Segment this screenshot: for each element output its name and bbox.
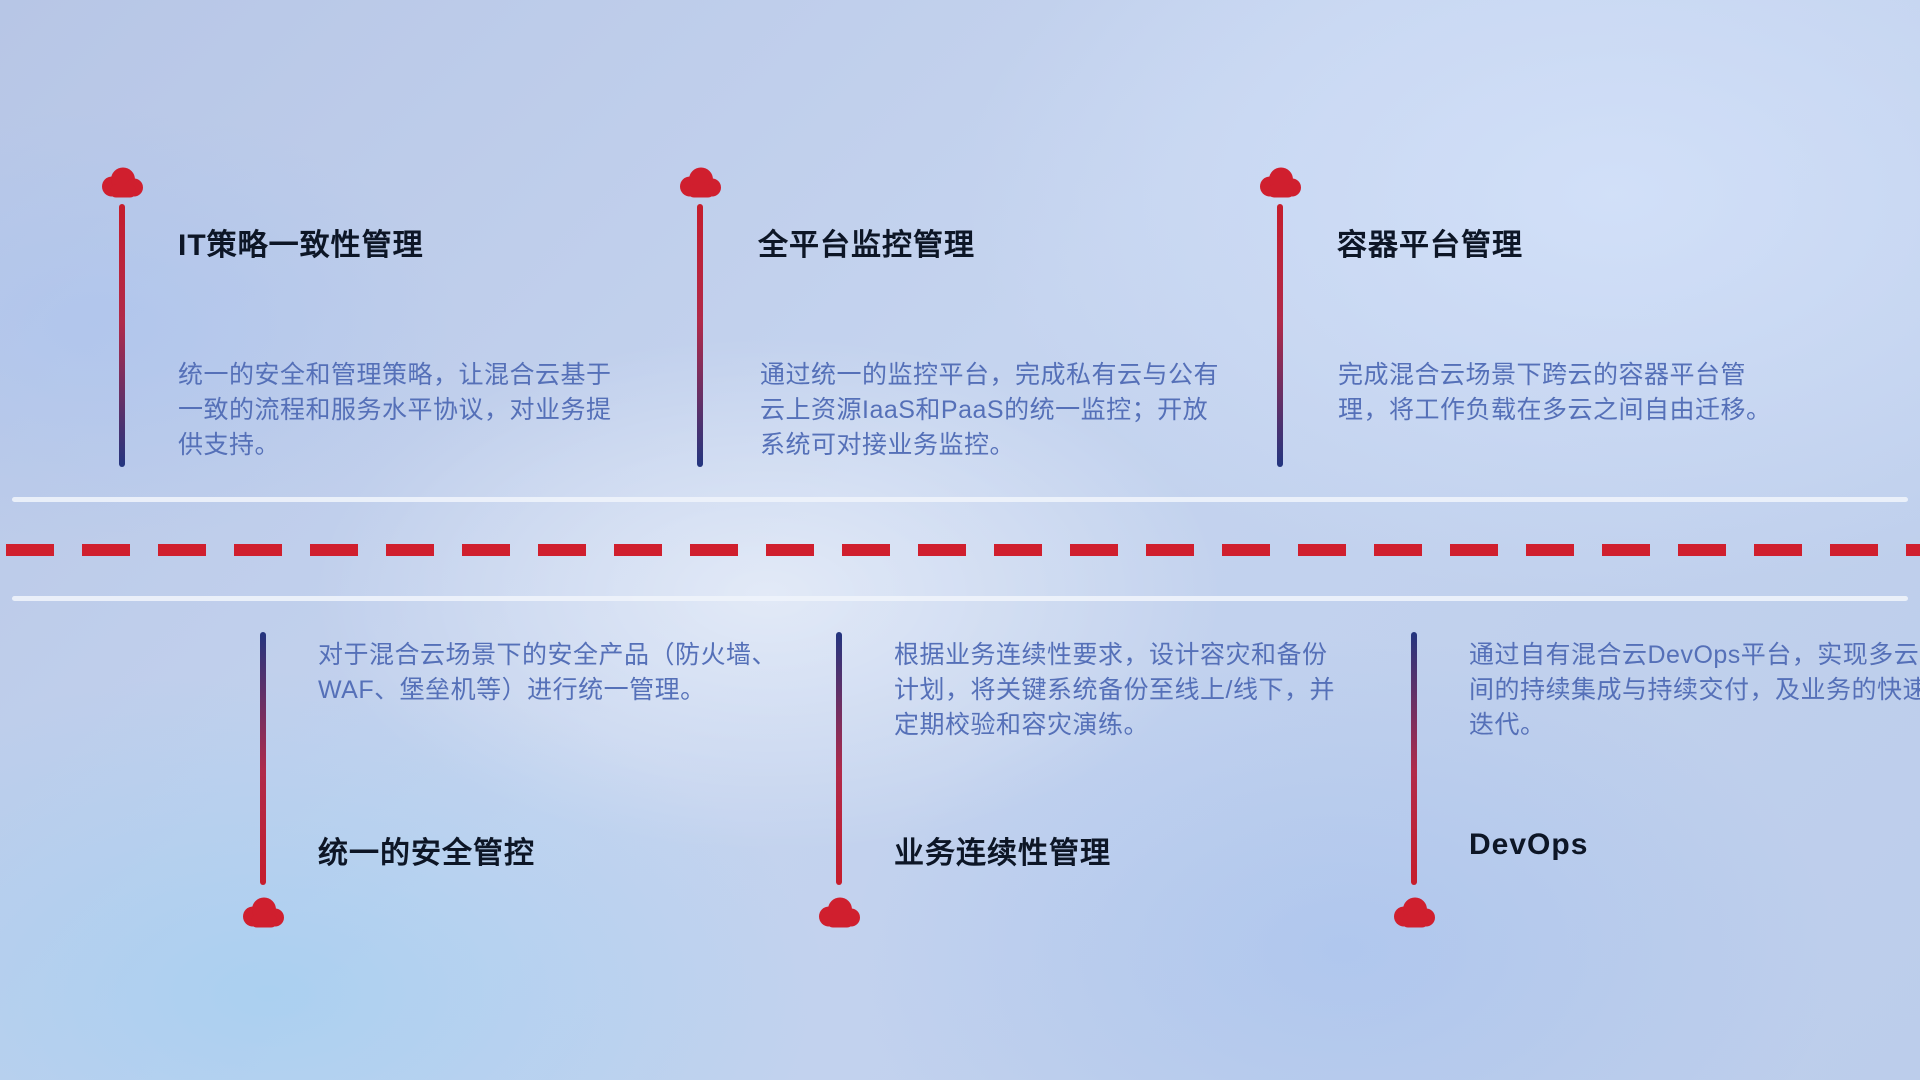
feature-title: DevOps	[1469, 828, 1589, 861]
cloud-icon	[1257, 166, 1303, 199]
timeline-stem	[119, 204, 125, 467]
timeline-stem	[697, 204, 703, 467]
feature-title: 统一的安全管控	[318, 837, 535, 870]
cloud-icon	[99, 166, 145, 199]
feature-title: 容器平台管理	[1337, 229, 1523, 262]
feature-description: 通过自有混合云DevOps平台，实现多云间的持续集成与持续交付，及业务的快速迭代…	[1469, 641, 1920, 739]
timeline-stem	[260, 632, 266, 885]
feature-description: 完成混合云场景下跨云的容器平台管理，将工作负载在多云之间自由迁移。	[1338, 361, 1772, 424]
cloud-icon	[677, 166, 723, 199]
feature-title: IT策略一致性管理	[178, 229, 424, 262]
feature-description: 对于混合云场景下的安全产品（防火墙、WAF、堡垒机等）进行统一管理。	[318, 641, 778, 704]
cloud-icon	[816, 896, 862, 929]
cloud-icon	[240, 896, 286, 929]
timeline-stem	[836, 632, 842, 885]
feature-description: 根据业务连续性要求，设计容灾和备份计划，将关键系统备份至线上/线下，并定期校验和…	[894, 641, 1335, 739]
feature-description: 统一的安全和管理策略，让混合云基于一致的流程和服务水平协议，对业务提供支持。	[178, 361, 612, 459]
divider-line-bottom	[12, 596, 1908, 601]
feature-description: 通过统一的监控平台，完成私有云与公有云上资源IaaS和PaaS的统一监控；开放系…	[760, 361, 1220, 459]
feature-title: 业务连续性管理	[894, 837, 1111, 870]
divider-dashed-line	[6, 544, 1920, 556]
cloud-icon	[1391, 896, 1437, 929]
timeline-stem	[1277, 204, 1283, 467]
feature-title: 全平台监控管理	[758, 229, 975, 262]
divider-line-top	[12, 497, 1908, 502]
timeline-stem	[1411, 632, 1417, 885]
